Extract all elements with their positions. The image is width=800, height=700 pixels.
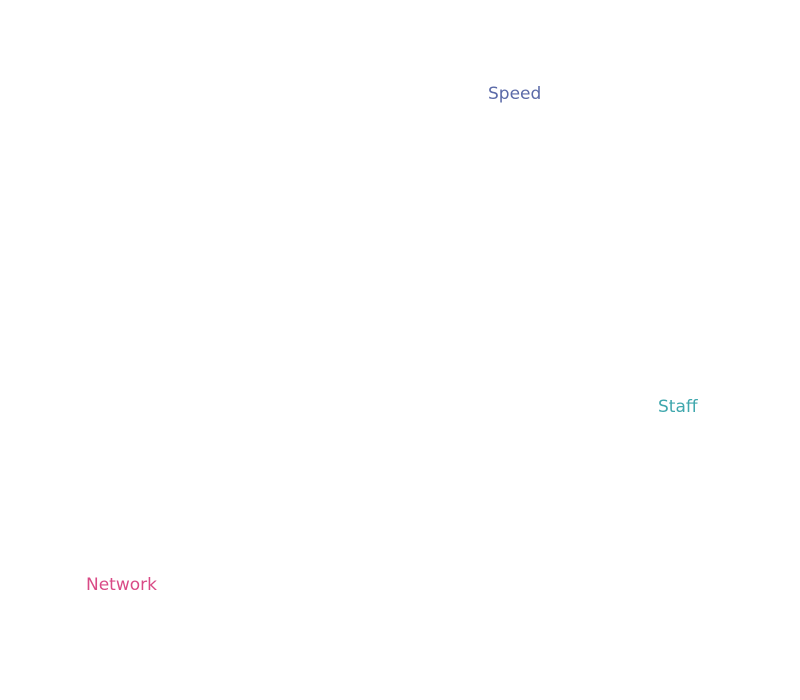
label-network: Network <box>86 575 157 595</box>
label-staff: Staff <box>658 397 698 417</box>
label-speed: Speed <box>488 84 542 104</box>
